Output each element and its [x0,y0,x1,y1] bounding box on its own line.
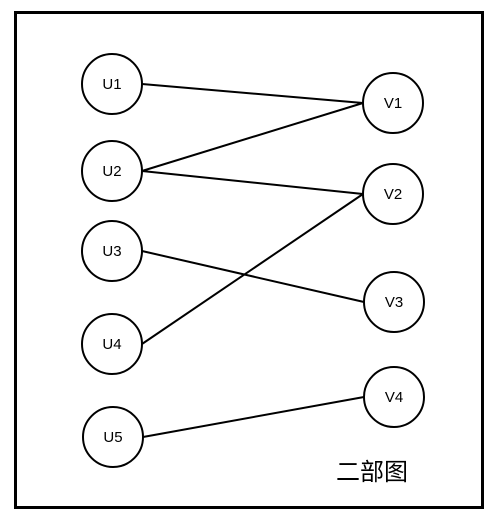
edge-u4-v2 [141,193,364,345]
node-u5: U5 [82,406,144,468]
edge-u5-v4 [142,396,365,438]
node-label: V1 [384,95,402,112]
node-circle [363,366,425,428]
diagram-caption: 二部图 [336,458,408,486]
edge-u2-v1 [141,102,364,172]
node-circle [81,220,143,282]
node-circle [362,72,424,134]
node-v4: V4 [363,366,425,428]
node-v2: V2 [362,163,424,225]
edge-u3-v3 [141,250,365,303]
edge-u1-v1 [141,83,364,104]
node-label: U4 [102,336,121,353]
node-u3: U3 [81,220,143,282]
node-label: U3 [102,243,121,260]
node-circle [81,140,143,202]
node-circle [363,271,425,333]
node-u4: U4 [81,313,143,375]
node-u1: U1 [81,53,143,115]
node-label: U1 [102,76,121,93]
node-label: V3 [385,294,403,311]
edges-layer [141,83,365,438]
node-circle [82,406,144,468]
node-circle [362,163,424,225]
node-circle [81,53,143,115]
edge-u2-v2 [141,170,364,195]
node-circle [81,313,143,375]
node-u2: U2 [81,140,143,202]
node-v3: V3 [363,271,425,333]
node-v1: V1 [362,72,424,134]
node-label: V2 [384,186,402,203]
node-label: V4 [385,389,403,406]
node-label: U5 [103,429,122,446]
node-label: U2 [102,163,121,180]
